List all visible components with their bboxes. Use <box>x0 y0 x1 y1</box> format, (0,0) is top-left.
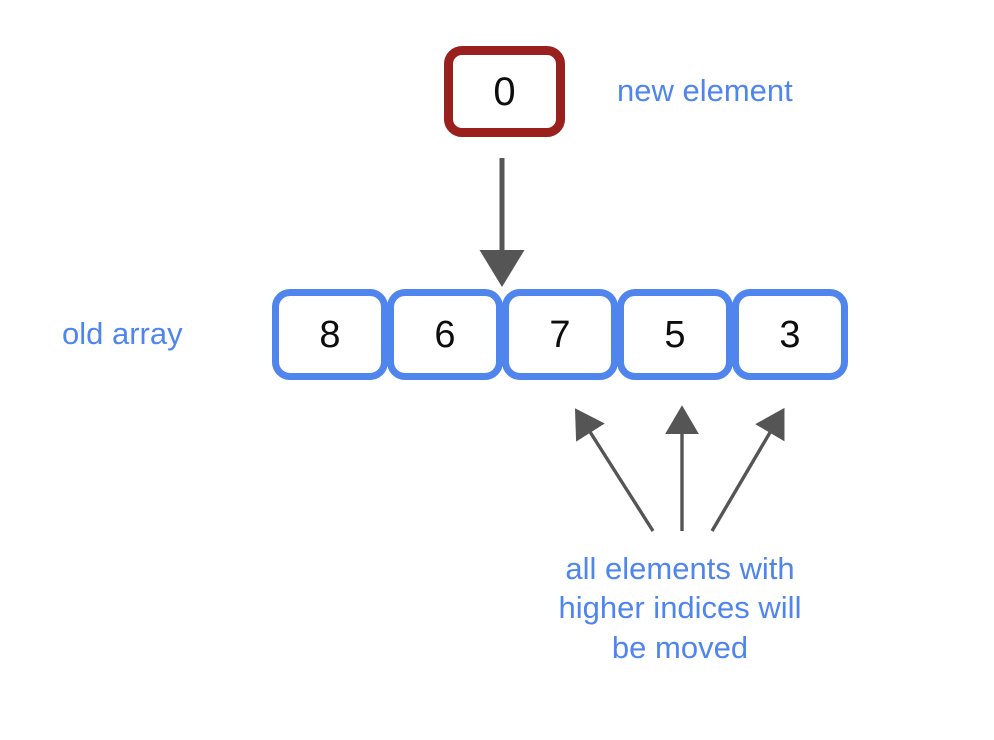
array-cell-value: 8 <box>319 313 341 356</box>
old-array-label: old array <box>62 316 183 351</box>
array-cell: 8 <box>272 289 388 380</box>
array-cell-value: 7 <box>549 313 571 356</box>
array-cell: 5 <box>617 289 733 380</box>
array-cell: 3 <box>732 289 848 380</box>
array-cell-value: 5 <box>664 313 686 356</box>
move-arrow-left <box>574 408 655 532</box>
old-array-row: 8 6 7 5 3 <box>272 289 848 380</box>
caption-line-2: higher indices will <box>558 590 802 626</box>
new-element-label: new element <box>617 73 793 108</box>
array-cell: 7 <box>502 289 618 380</box>
array-cell: 6 <box>387 289 503 380</box>
caption-line-1: all elements with <box>565 551 795 586</box>
new-element-value: 0 <box>493 69 516 114</box>
caption-line-3: be moved <box>611 629 749 665</box>
array-cell-value: 3 <box>779 313 801 356</box>
new-element-box: 0 <box>444 46 565 137</box>
array-cell-value: 6 <box>434 313 456 356</box>
move-arrow-right <box>710 407 785 532</box>
